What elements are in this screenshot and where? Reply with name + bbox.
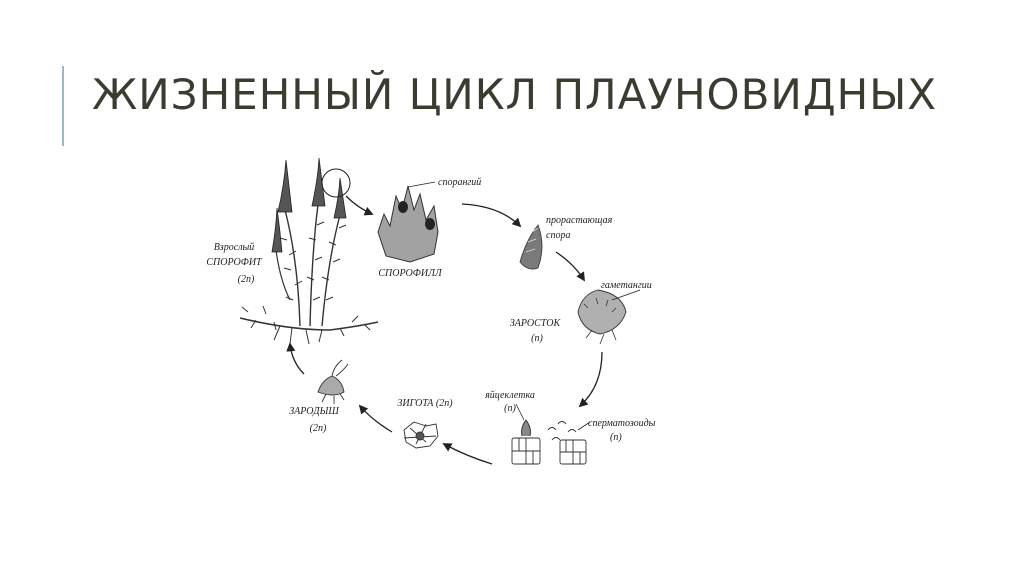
- adult-sporophyte-label-line1: Взрослый: [214, 242, 255, 253]
- cycle-arrows: [286, 195, 603, 465]
- sperm-pointer: [577, 421, 591, 431]
- egg-cell-illustration: [511, 419, 541, 465]
- arrow-sporophyte-to-sporophyll: [345, 195, 374, 216]
- prothallus-illustration: [577, 289, 627, 345]
- zygote-label: ЗИГОТА (2n): [397, 398, 453, 409]
- sporophyll-illustration: [377, 185, 439, 263]
- prothallus-label-line1: ЗАРОСТОК: [510, 318, 562, 329]
- arrow-embryo-to-sporophyte: [286, 342, 305, 375]
- zygote-illustration: [403, 421, 439, 449]
- sporangium-label: спорангий: [438, 177, 481, 188]
- gametangia-label: гаметангии: [601, 280, 652, 291]
- prothallus-label-line2: (n): [531, 333, 543, 344]
- strobilus-highlight-circle: [321, 168, 351, 198]
- sperm-label-line1: сперматозоиды: [588, 418, 656, 429]
- sporophyll-label: СПОРОФИЛЛ: [378, 268, 442, 279]
- arrow-sporophyll-to-spore: [461, 203, 522, 228]
- strobili-cones: [271, 157, 347, 253]
- arrow-prothallus-to-gametes: [578, 351, 603, 408]
- arrow-gametes-to-zygote: [442, 443, 493, 465]
- adult-sporophyte-label-line3: (2n): [238, 274, 255, 285]
- embryo-label-line1: ЗАРОДЫШ: [289, 406, 339, 417]
- arrow-zygote-to-embryo: [358, 404, 393, 433]
- sporangium-pointer: [407, 181, 436, 188]
- adult-sporophyte-label-line2: СПОРОФИТ: [206, 257, 263, 268]
- sperm-cells-illustration: [547, 421, 587, 465]
- sperm-label-line2: (n): [610, 432, 622, 443]
- slide-title: ЖИЗНЕННЫЙ ЦИКЛ ПЛАУНОВИДНЫХ: [92, 70, 938, 119]
- title-accent-bar: [62, 66, 64, 146]
- egg-cell-label-line1: яйцеклетка: [484, 390, 535, 401]
- embryo-illustration: [317, 359, 349, 404]
- germinating-spore-illustration: [519, 224, 543, 270]
- embryo-label-line2: (2n): [310, 423, 327, 434]
- egg-cell-label-line2: (n): [504, 403, 516, 414]
- adult-sporophyte-illustration: [239, 204, 379, 345]
- arrow-spore-to-prothallus: [555, 251, 585, 282]
- egg-cell-pointer: [515, 403, 525, 421]
- gametangia-pointer: [611, 289, 641, 301]
- germinating-spore-label-line2: спора: [546, 230, 570, 241]
- germinating-spore-label-line1: прорастающая: [546, 215, 613, 226]
